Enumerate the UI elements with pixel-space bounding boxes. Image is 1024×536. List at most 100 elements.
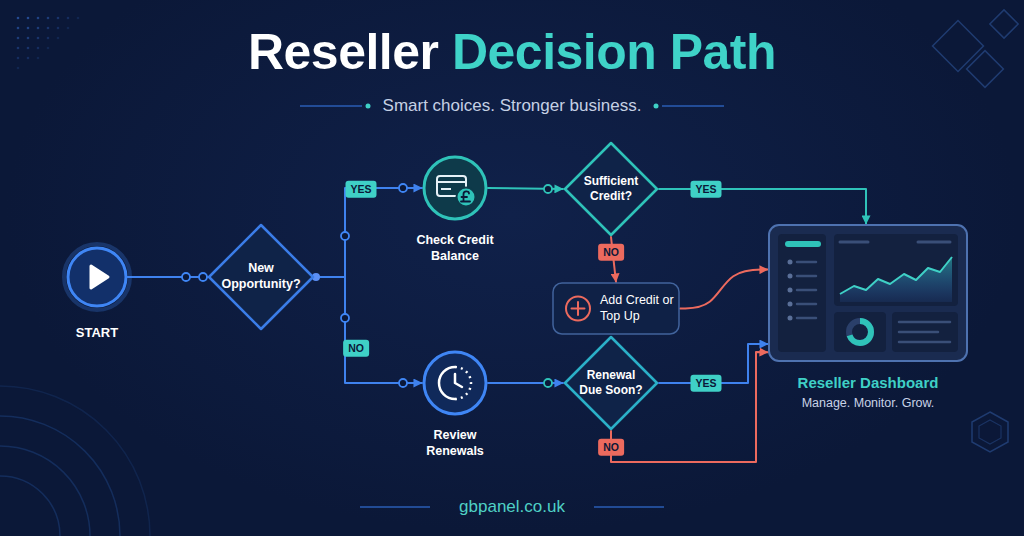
arc-ring	[0, 446, 90, 536]
card-stripe	[437, 181, 466, 183]
sidebar-line	[797, 303, 816, 306]
grid-dot	[27, 57, 30, 60]
junction-dot	[544, 379, 552, 387]
grid-dot	[17, 67, 20, 70]
node-outline	[768, 224, 968, 362]
sidebar-dot	[788, 316, 793, 321]
grid-dot	[17, 17, 20, 20]
rule-line	[300, 105, 362, 107]
coin-icon	[457, 188, 476, 207]
process-box-outline	[553, 283, 679, 334]
diamond-outline	[209, 225, 313, 329]
grid-dot	[67, 27, 70, 30]
grid-dot	[47, 17, 50, 20]
rule-dot	[366, 104, 371, 109]
node-label: Sufficient Credit?	[577, 174, 645, 204]
chart-area	[840, 257, 952, 302]
website-url: gbpanel.co.uk	[459, 497, 565, 517]
grid-dot	[67, 17, 70, 20]
junction-dot	[341, 314, 349, 322]
grid-dot	[17, 57, 20, 60]
rule-dot	[654, 104, 659, 109]
clock-hands	[455, 374, 462, 387]
dashboard-sidebar	[778, 234, 826, 352]
junction-dot	[341, 232, 349, 240]
sidebar-line	[797, 275, 816, 278]
clock-face-dashed	[455, 367, 471, 399]
grid-dot	[37, 47, 40, 50]
chart-line	[840, 257, 952, 294]
grid-dot	[27, 37, 30, 40]
decision-diamond: Renewal Due Soon?	[563, 335, 659, 431]
grid-dot	[17, 27, 20, 30]
junction-dot	[199, 273, 207, 281]
grid-dot	[47, 47, 50, 50]
sidebar-dot	[788, 260, 793, 265]
chart-panel	[834, 234, 958, 306]
node-subtitle: Manage. Monitor. Grow.	[748, 396, 988, 412]
grid-dot	[17, 47, 20, 50]
deco-hexagon	[979, 420, 1001, 444]
sidebar-dot	[788, 274, 793, 279]
list-line	[899, 321, 950, 324]
grid-dot	[57, 17, 60, 20]
node-outline	[552, 282, 680, 335]
diamond-outline	[565, 143, 657, 235]
clock-face	[439, 367, 455, 399]
junction-dot	[544, 185, 552, 193]
decision-diamond: Sufficient Credit?	[563, 141, 659, 237]
rule-line	[594, 506, 664, 508]
node-outline	[67, 247, 127, 307]
list-panel	[892, 312, 958, 352]
flow-connector	[680, 270, 768, 309]
junction-dot	[399, 379, 407, 387]
graphic-part	[544, 185, 552, 387]
flow-connector	[315, 188, 422, 277]
list-line	[899, 331, 938, 334]
flow-connector	[127, 276, 207, 278]
edge-label-badge: YES	[690, 181, 721, 198]
sidebar-line	[797, 289, 816, 292]
edge-label-badge: NO	[598, 244, 624, 261]
sidebar-pill	[785, 241, 821, 247]
grid-dot	[37, 37, 40, 40]
subtitle: Smart choices. Stronger business.	[383, 96, 642, 116]
arc-ring	[0, 476, 60, 536]
edge-label-badge: YES	[690, 375, 721, 392]
corner-diamonds	[933, 10, 1019, 88]
sidebar-dot	[788, 302, 793, 307]
glow-ring	[64, 244, 130, 310]
decision-diamond: New Opportunity?	[207, 223, 315, 331]
diamond-outline	[565, 337, 657, 429]
donut-chart	[849, 321, 871, 343]
chart-header	[840, 241, 868, 244]
dashboard-panel: Reseller DashboardManage. Monitor. Grow.	[768, 224, 968, 362]
grid-dot	[37, 17, 40, 20]
grid-dot	[17, 37, 20, 40]
donut-panel	[834, 312, 886, 352]
rule-line	[360, 506, 430, 508]
node-label: Add Credit or Top Up	[600, 293, 676, 324]
title-wrap: Reseller Decision Path	[0, 22, 1024, 82]
start-circle-outline	[68, 248, 126, 306]
grid-dot	[47, 27, 50, 30]
grid-dot	[27, 47, 30, 50]
step-circle-outline	[424, 352, 486, 414]
chart-header	[918, 241, 950, 244]
grid-dot	[37, 27, 40, 30]
node-outline	[422, 155, 488, 221]
corner-arcs	[0, 386, 150, 536]
node-label: Renewal Due Soon?	[576, 368, 646, 398]
grid-dot	[77, 17, 80, 20]
node-label: Check Credit Balance	[410, 233, 500, 264]
grid-dot	[57, 27, 60, 30]
arc-ring	[0, 386, 150, 536]
list-line	[899, 341, 950, 344]
grid-dot	[27, 27, 30, 30]
pound-symbol	[461, 191, 470, 201]
grid-dot	[37, 57, 40, 60]
step-circle: Review Renewals	[422, 350, 488, 416]
process-box: Add Credit or Top Up	[552, 282, 680, 335]
edge-label-badge: NO	[343, 340, 369, 357]
sidebar-dot	[788, 288, 793, 293]
